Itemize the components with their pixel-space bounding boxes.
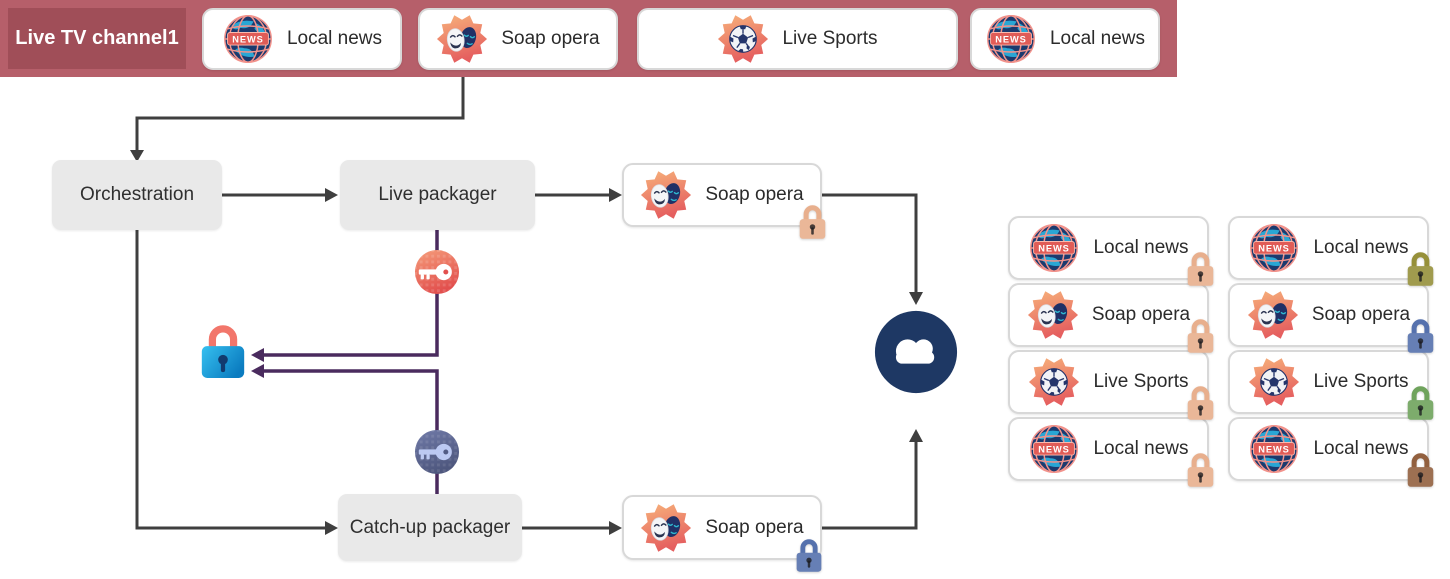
catchup-packager-node: Catch-up packager (338, 494, 522, 561)
output-column-1: Local news Soap opera Live Sports Local … (1008, 216, 1209, 484)
lock-icon (1405, 381, 1436, 423)
program-label: Soap opera (1091, 304, 1191, 325)
program-card: Soap opera (622, 495, 822, 560)
lock-icon (1185, 247, 1216, 289)
program-card: Soap opera (1008, 283, 1209, 347)
program-label: Local news (1313, 438, 1409, 459)
live-packager-label: Live packager (378, 184, 497, 205)
news-icon (1248, 423, 1300, 475)
live-packaged-output: Soap opera (622, 163, 822, 227)
program-label: Soap opera (705, 516, 804, 538)
channel-program-list: Local news Soap opera Live Sports Local … (0, 0, 1177, 77)
lock-icon (1185, 448, 1216, 490)
output-column-2: Local news Soap opera Live Sports Local … (1228, 216, 1429, 484)
sports-icon (1248, 356, 1300, 408)
program-label: Local news (1093, 438, 1189, 459)
program-card: Local news (1228, 216, 1429, 280)
channel-name-label: Live TV channel1 (8, 8, 186, 69)
program-card: Local news (970, 8, 1160, 70)
program-card: Live Sports (1228, 350, 1429, 414)
live-packager-node: Live packager (340, 160, 535, 230)
news-icon (985, 13, 1037, 65)
news-icon (1028, 423, 1080, 475)
program-label: Live Sports (782, 28, 878, 49)
program-label: Soap opera (501, 28, 600, 49)
soap-icon (436, 13, 488, 65)
program-label: Local news (1049, 28, 1146, 49)
soap-icon (640, 169, 692, 221)
lock-icon (794, 532, 824, 577)
orchestration-label: Orchestration (79, 184, 195, 205)
lock-icon (1185, 314, 1216, 356)
live-tv-channel-bar: Live TV channel1 Local news Soap opera L… (0, 0, 1177, 77)
lock-icon (1405, 247, 1436, 289)
program-card: Local news (1008, 216, 1209, 280)
catchup-packaged-output: Soap opera (622, 495, 822, 560)
program-card: Soap opera (622, 163, 822, 227)
program-label: Live Sports (1093, 371, 1189, 392)
orchestration-node: Orchestration (52, 160, 222, 230)
soap-icon (1027, 289, 1079, 341)
program-card: Local news (1228, 417, 1429, 481)
soap-icon (640, 502, 692, 554)
drm-padlock-icon (197, 320, 249, 382)
program-card: Soap opera (1228, 283, 1429, 347)
program-label: Local news (286, 28, 383, 49)
program-card: Soap opera (418, 8, 618, 70)
lock-icon (797, 200, 828, 242)
live-content-key-icon (414, 249, 460, 295)
program-card: Live Sports (637, 8, 958, 70)
lock-icon (1185, 381, 1216, 423)
program-card: Local news (202, 8, 402, 70)
catchup-packager-label: Catch-up packager (349, 516, 511, 538)
news-icon (222, 13, 274, 65)
program-card: Local news (1008, 417, 1209, 481)
program-label: Live Sports (1313, 371, 1409, 392)
program-label: Soap opera (1311, 304, 1411, 325)
cloud-icon (874, 310, 958, 394)
program-label: Local news (1313, 237, 1409, 258)
sports-icon (717, 13, 769, 65)
catchup-content-key-icon (414, 429, 460, 475)
sports-icon (1028, 356, 1080, 408)
soap-icon (1247, 289, 1299, 341)
lock-icon (1405, 448, 1436, 490)
lock-icon (1405, 314, 1436, 356)
news-icon (1248, 222, 1300, 274)
program-label: Local news (1093, 237, 1189, 258)
program-label: Soap opera (705, 184, 804, 205)
program-card: Live Sports (1008, 350, 1209, 414)
news-icon (1028, 222, 1080, 274)
